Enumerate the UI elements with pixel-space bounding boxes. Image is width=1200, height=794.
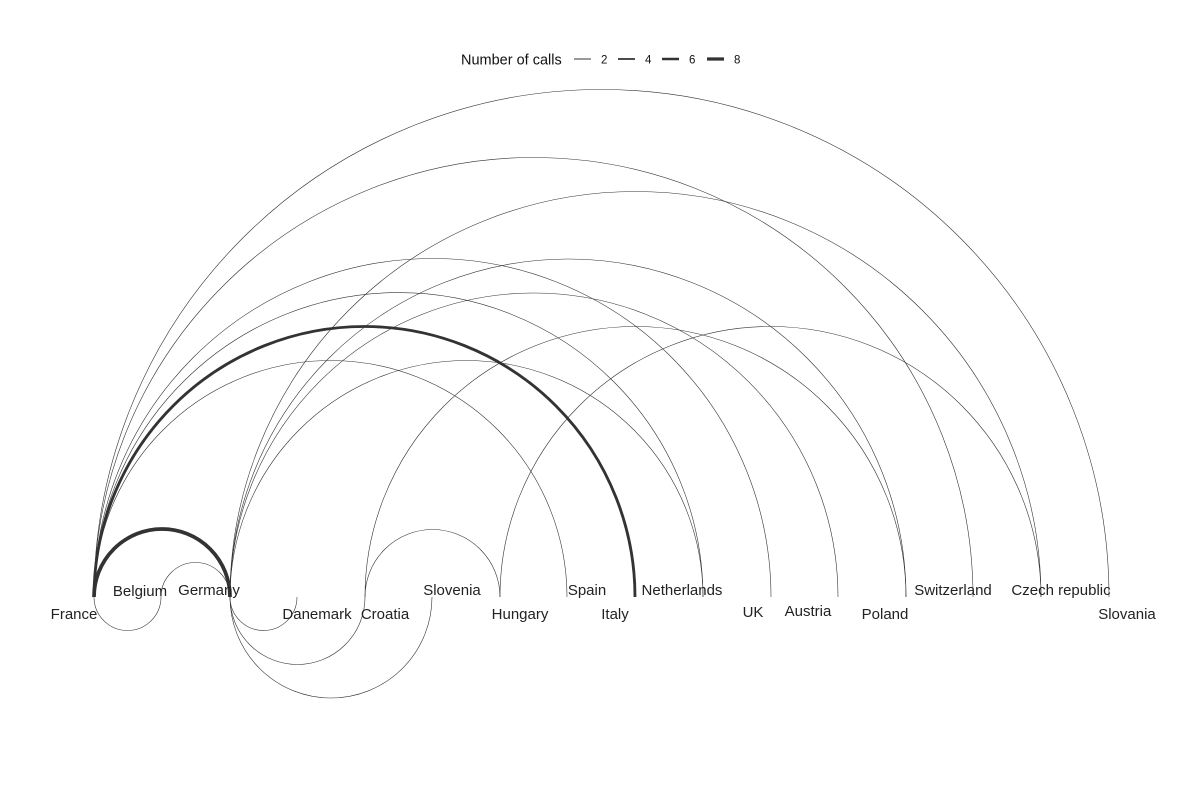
legend-label-4: 4	[645, 55, 652, 67]
arc-germany-slovenia	[229, 596, 433, 699]
arc-germany-netherlands	[229, 360, 704, 598]
arc-germany-danemark	[229, 596, 298, 631]
legend-label-6: 6	[689, 55, 695, 67]
arcs	[92, 89, 1110, 699]
arc-france-switzerland	[93, 157, 974, 598]
node-label-austria: Austria	[785, 603, 832, 620]
node-label-netherlands: Netherlands	[642, 582, 723, 599]
node-label-italy: Italy	[601, 606, 629, 623]
node-label-slovania: Slovania	[1098, 606, 1156, 623]
node-label-slovenia: Slovenia	[423, 582, 481, 599]
arc-croatia-hungary	[364, 529, 501, 598]
arc-france-spain	[93, 360, 568, 598]
arc-france-netherlands	[93, 292, 704, 598]
arc-france-belgium	[93, 596, 162, 631]
arc-hungary-czech	[499, 326, 1042, 598]
arc-france-italy	[92, 325, 637, 598]
arc-germany-austria	[229, 292, 839, 598]
node-label-switzerland: Switzerland	[914, 582, 992, 599]
arc-france-uk	[93, 258, 772, 598]
node-label-germany: Germany	[178, 582, 240, 599]
legend: Number of calls 2 4 6 8	[461, 53, 740, 69]
node-label-poland: Poland	[862, 606, 909, 623]
arc-germany-czech	[229, 191, 1042, 598]
arc-croatia-poland	[364, 326, 907, 598]
arc-france-slovania	[93, 89, 1110, 598]
node-label-croatia: Croatia	[361, 606, 410, 623]
node-label-uk: UK	[743, 604, 764, 621]
legend-label-8: 8	[734, 55, 740, 67]
node-label-danemark: Danemark	[282, 606, 352, 623]
arc-germany-poland	[229, 258, 907, 598]
node-label-czech: Czech republic	[1011, 582, 1111, 599]
node-label-france: France	[51, 606, 98, 623]
legend-title: Number of calls	[461, 53, 562, 69]
legend-keys: 2 4 6 8	[574, 55, 740, 67]
node-label-hungary: Hungary	[492, 606, 549, 623]
node-label-belgium: Belgium	[113, 583, 167, 600]
node-label-spain: Spain	[568, 582, 606, 599]
arc-france-germany	[92, 527, 232, 598]
arc-belgium-germany	[160, 562, 231, 598]
legend-label-2: 2	[601, 55, 607, 67]
arc-germany-croatia	[229, 596, 366, 665]
